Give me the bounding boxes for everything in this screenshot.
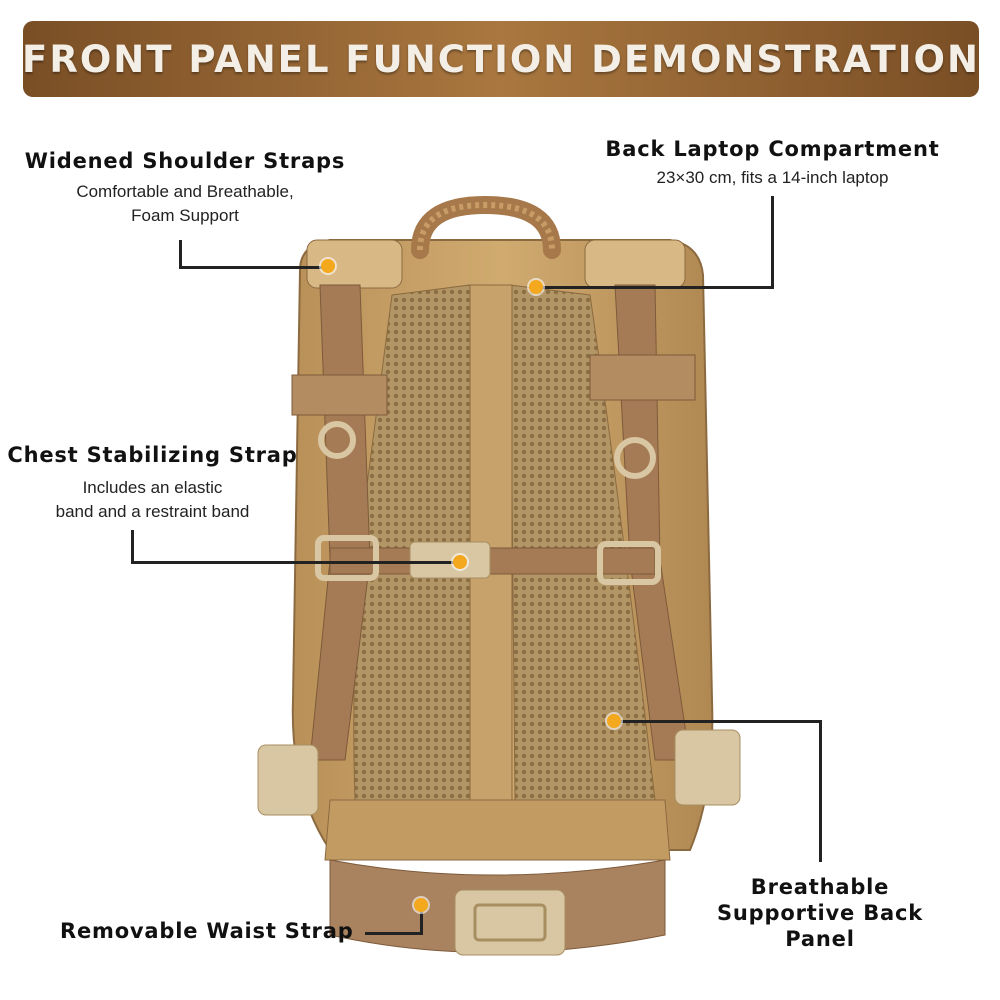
callout-laptop-compartment: Back Laptop Compartment 23×30 cm, fits a… (600, 136, 945, 190)
laptop-leader-v (771, 196, 774, 288)
back-panel-title-1: Breathable (750, 875, 890, 899)
chest-leader-v (131, 530, 134, 563)
callout-shoulder-straps: Widened Shoulder Straps Comfortable and … (20, 148, 350, 228)
waist-title: Removable Waist Strap (60, 919, 354, 943)
shoulder-desc-1: Comfortable and Breathable, (76, 182, 294, 201)
back-panel-title-3: Panel (785, 927, 855, 951)
back-panel-leader-v (819, 720, 822, 862)
chest-desc-1: Includes an elastic (82, 478, 223, 497)
chest-dot (453, 555, 467, 569)
chest-leader-h (131, 561, 456, 564)
back-panel-title-2: Supportive Back (717, 901, 923, 925)
laptop-title: Back Laptop Compartment (605, 137, 940, 161)
shoulder-title: Widened Shoulder Straps (24, 149, 346, 173)
chest-title: Chest Stabilizing Strap (7, 443, 298, 467)
waist-leader-v (420, 906, 423, 935)
waist-leader-h (365, 932, 423, 935)
shoulder-desc-2: Foam Support (131, 206, 239, 225)
laptop-dot (529, 280, 543, 294)
laptop-desc-1: 23×30 cm, fits a 14-inch laptop (656, 168, 889, 187)
shoulder-dot (321, 259, 335, 273)
header-banner: FRONT PANEL FUNCTION DEMONSTRATION (22, 21, 980, 97)
shoulder-leader-h (179, 266, 327, 269)
shoulder-leader-v (179, 240, 182, 268)
chest-desc-2: band and a restraint band (55, 502, 250, 521)
waist-dot (414, 898, 428, 912)
callout-back-panel: Breathable Supportive Back Panel (700, 874, 940, 952)
back-panel-dot (607, 714, 621, 728)
callout-waist-strap: Removable Waist Strap (60, 918, 360, 944)
back-panel-leader-h (616, 720, 822, 723)
banner-title: FRONT PANEL FUNCTION DEMONSTRATION (22, 37, 980, 81)
callout-chest-strap: Chest Stabilizing Strap Includes an elas… (5, 442, 300, 524)
laptop-leader-h (540, 286, 774, 289)
